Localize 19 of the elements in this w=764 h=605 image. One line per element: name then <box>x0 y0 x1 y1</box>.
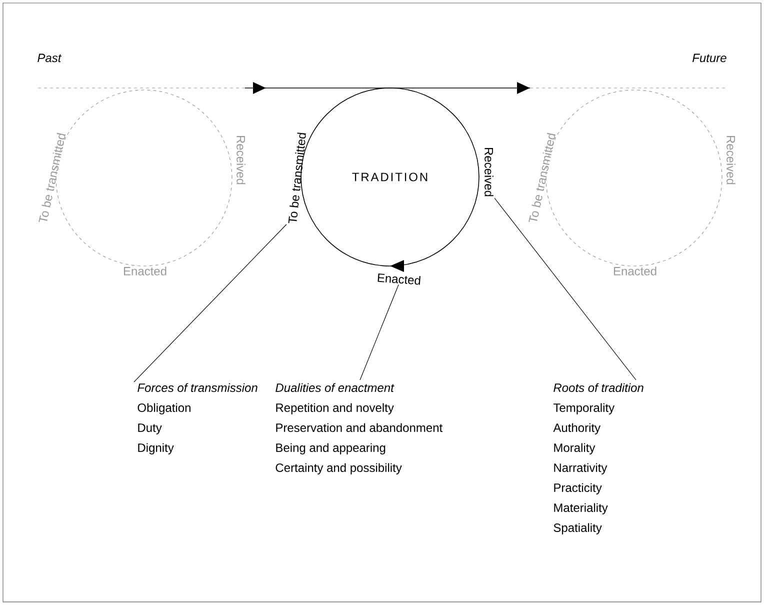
circle-label: Received <box>484 148 494 196</box>
axis-label: Future <box>692 54 726 62</box>
leader-line <box>360 284 399 380</box>
text-list: Roots of tradition Temporality Authority Morality Narrativity Practicity Materiality Spatiality <box>553 383 644 534</box>
axis-label: Past <box>38 54 62 62</box>
label: To be transmitted <box>528 132 556 222</box>
label: Enacted <box>614 266 656 276</box>
label: Received <box>726 136 736 184</box>
label: To be transmitted <box>38 132 66 222</box>
label: Enacted <box>124 266 166 276</box>
text-list: Forces of transmission Obligation Duty Dignity <box>138 383 258 454</box>
label: Received <box>236 136 246 184</box>
circle-label: To be transmitted <box>288 132 306 224</box>
text-list: Dualities of enactment Repetition and novelty Preservation and abandonment Being and appearing Certainty and possibility <box>276 383 443 474</box>
circle-label: Enacted <box>378 274 420 285</box>
leader-line <box>134 224 287 382</box>
ghost-cycle-drawing: To be transmitted Received Enacted <box>38 90 246 276</box>
leader-line <box>494 198 636 380</box>
ghost-cycle-drawing: To be transmitted Received Enacted <box>528 90 736 276</box>
